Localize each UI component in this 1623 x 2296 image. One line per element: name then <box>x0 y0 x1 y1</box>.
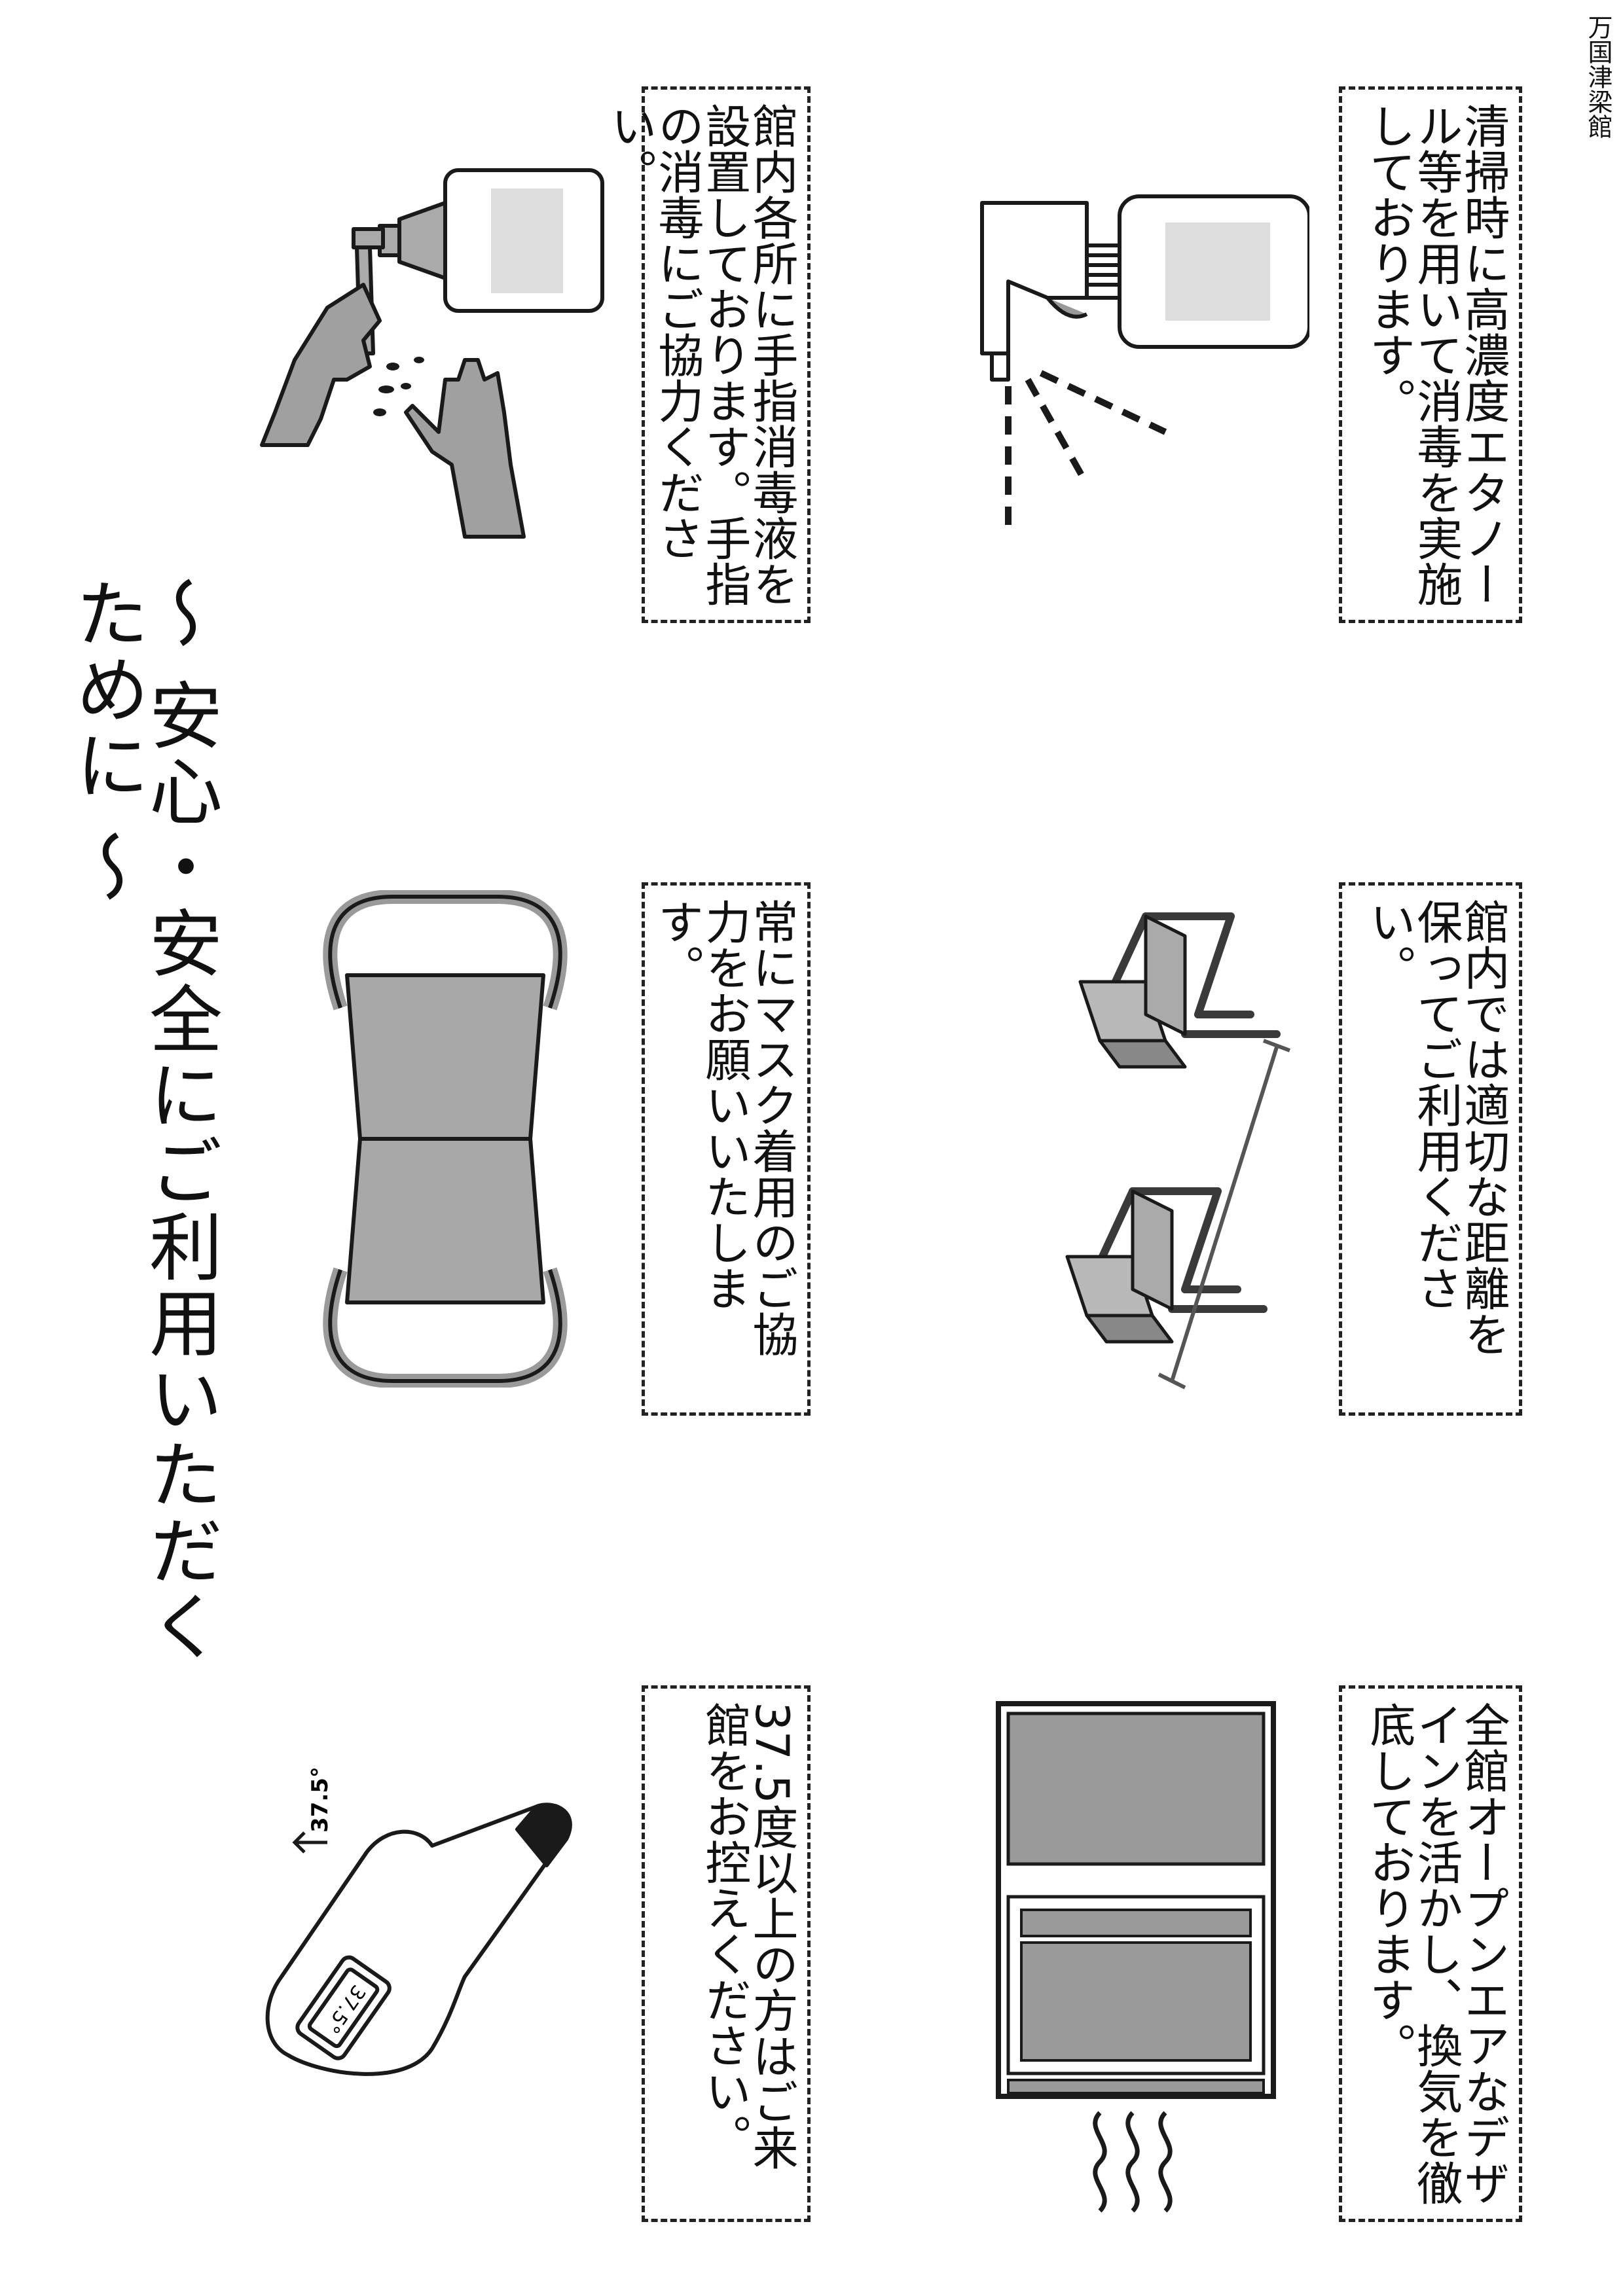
hand-sanitizer-icon <box>260 168 604 539</box>
page-title: ～ 安心・安全にご利用いただくために ～ <box>64 576 222 1665</box>
distanced-chairs-icon <box>1065 912 1291 1390</box>
notice-distance: 館内では適切な距離を保ってご利用ください。 <box>1339 882 1522 1416</box>
notice-temperature: 37.5度以上の方はご来館をお控えください。 <box>642 1685 811 2222</box>
notice-hand-sanitizer-text: 館内各所に手指消毒液を設置しております。手指の消毒にご協力ください。 <box>603 103 799 607</box>
face-mask-icon <box>323 890 568 1388</box>
notice-mask-text: 常にマスク着用のご協力をお願いいたします。 <box>650 899 799 1357</box>
organization-name: 万国津梁館 <box>1584 14 1613 139</box>
notice-hand-sanitizer: 館内各所に手指消毒液を設置しております。手指の消毒にご協力ください。 <box>603 86 811 623</box>
temperature-arrow-label: 37.5° <box>307 1767 333 1833</box>
open-window-icon <box>996 1701 1276 2213</box>
notice-distance-text: 館内では適切な距離を保ってご利用ください。 <box>1362 899 1510 1357</box>
notice-disinfect-spray: 清掃時に高濃度エタノール等を用いて消毒を実施しております。 <box>1339 86 1522 623</box>
spray-bottle-icon <box>980 194 1309 530</box>
notice-ventilation: 全館オープンエアなデザインを活かし、換気を徹底しております。 <box>1339 1685 1522 2222</box>
notice-temperature-text: 37.5度以上の方はご来館をお控えください。 <box>697 1702 799 2170</box>
notice-mask: 常にマスク着用のご協力をお願いいたします。 <box>642 882 811 1416</box>
thermometer-icon: 37.5° 37.5° <box>265 1767 572 2076</box>
notice-disinfect-spray-text: 清掃時に高濃度エタノール等を用いて消毒を実施しております。 <box>1362 103 1510 607</box>
notice-ventilation-text: 全館オープンエアなデザインを活かし、換気を徹底しております。 <box>1362 1702 1510 2206</box>
